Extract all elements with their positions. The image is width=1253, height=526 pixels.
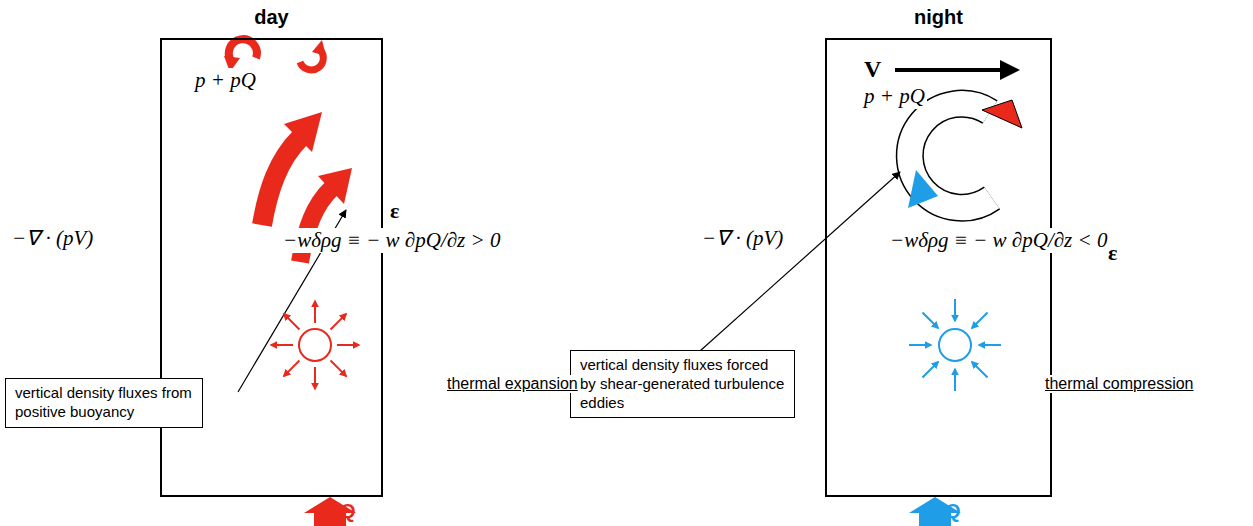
radial-arrow xyxy=(284,314,300,330)
radial-arrow xyxy=(922,312,938,328)
annotation-label: p + pQ xyxy=(193,68,258,93)
radial-arrow xyxy=(954,299,956,321)
radial-arrow xyxy=(979,344,1001,346)
control-volume-box: day xyxy=(160,38,383,497)
panel-heading: night xyxy=(827,6,1050,29)
radial-arrow xyxy=(954,369,956,391)
annotation-label: V xyxy=(864,56,881,83)
radial-arrow xyxy=(337,344,359,346)
radial-arrow xyxy=(271,344,293,346)
annotation-label: −wδρg ≡ − w ∂pQ/∂z < 0 xyxy=(888,228,1109,253)
radial-arrow xyxy=(922,362,938,378)
annotation-label: thermal compression xyxy=(1043,375,1196,393)
panel-heading: day xyxy=(162,6,381,29)
annotation-label: −∇ · (pV) xyxy=(700,226,785,251)
annotation-label: p + pQ xyxy=(862,84,927,109)
annotation-label: ε xyxy=(1108,240,1117,266)
annotation-label: thermal expansion xyxy=(445,375,580,393)
radial-arrow xyxy=(331,361,347,377)
radial-arrow xyxy=(314,367,316,389)
radial-arrow xyxy=(314,301,316,323)
radial-arrow xyxy=(972,362,988,378)
callout-text: vertical density fluxes from positive bu… xyxy=(15,384,193,422)
radial-arrow xyxy=(331,314,347,330)
annotation-label: ε xyxy=(390,198,399,224)
annotation-label: −∇ · (pV) xyxy=(10,226,95,251)
callout-text: vertical density fluxes forced by shear-… xyxy=(580,356,785,412)
radial-arrow xyxy=(284,361,300,377)
annotation-label: Q xyxy=(340,500,356,523)
control-volume-box: night xyxy=(825,38,1052,497)
radial-arrow xyxy=(972,312,988,328)
callout-box: vertical density fluxes forced by shear-… xyxy=(570,350,795,418)
annotation-label: Q xyxy=(945,500,961,523)
radial-arrow xyxy=(909,344,931,346)
callout-box: vertical density fluxes from positive bu… xyxy=(5,378,203,428)
annotation-label: −wδρg ≡ − w ∂pQ/∂z > 0 xyxy=(281,228,502,253)
